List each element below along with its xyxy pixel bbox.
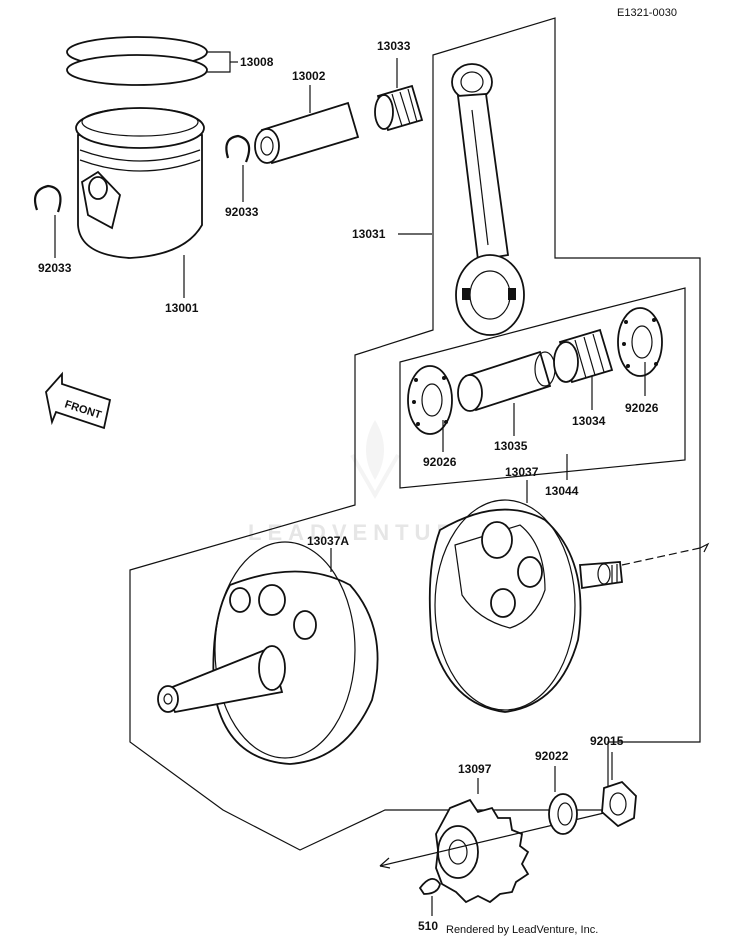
circlip-right [225,134,251,163]
callout-92022: 92022 [535,749,569,763]
thrust-washer-right [617,307,663,377]
piston-rings [66,36,238,86]
front-arrow: FRONT [45,371,112,430]
nut [601,780,637,828]
watermark: LEADVENTURE [248,420,479,545]
connecting-rod [451,63,525,336]
callout-13037: 13037 [505,465,539,479]
callout-13097: 13097 [458,762,492,776]
callout-92033-right: 92033 [225,205,259,219]
callout-92033-left: 92033 [38,261,72,275]
crank-pin [457,350,556,412]
watermark-text: LEADVENTURE [248,520,479,545]
watermark-logo-icon [350,420,400,500]
small-end-bearing [374,84,424,132]
circlip-left [33,184,62,213]
callout-510: 510 [418,919,438,933]
callout-13002: 13002 [292,69,326,83]
thrust-washer-left [407,365,453,435]
callout-92026-right: 92026 [625,401,659,415]
kit-boundary-outline [129,17,701,851]
callout-13034: 13034 [572,414,606,428]
callout-13031: 13031 [352,227,386,241]
piston-rings-bracket [207,51,231,73]
callout-13044: 13044 [545,484,579,498]
rendered-by-credit: Rendered by LeadVenture, Inc. [446,924,598,936]
callout-92026-left: 92026 [423,455,457,469]
callout-13035: 13035 [494,439,528,453]
callout-92015: 92015 [590,734,624,748]
flywheel-left [157,541,379,765]
woodruff-key [418,878,441,895]
big-end-bearing [553,328,614,384]
piston [75,107,205,259]
callout-13033: 13033 [377,39,411,53]
callout-13001: 13001 [165,301,199,315]
piston-ring-bottom [66,54,208,86]
rod-kit-inner-box [399,287,686,489]
pinion-gear [435,798,530,904]
callout-13037A: 13037A [307,534,349,548]
callout-13008: 13008 [240,55,274,69]
piston-pin [254,101,360,165]
flywheel-right [428,499,710,713]
lock-washer [548,793,578,835]
reference-code: E1321-0030 [617,7,677,19]
